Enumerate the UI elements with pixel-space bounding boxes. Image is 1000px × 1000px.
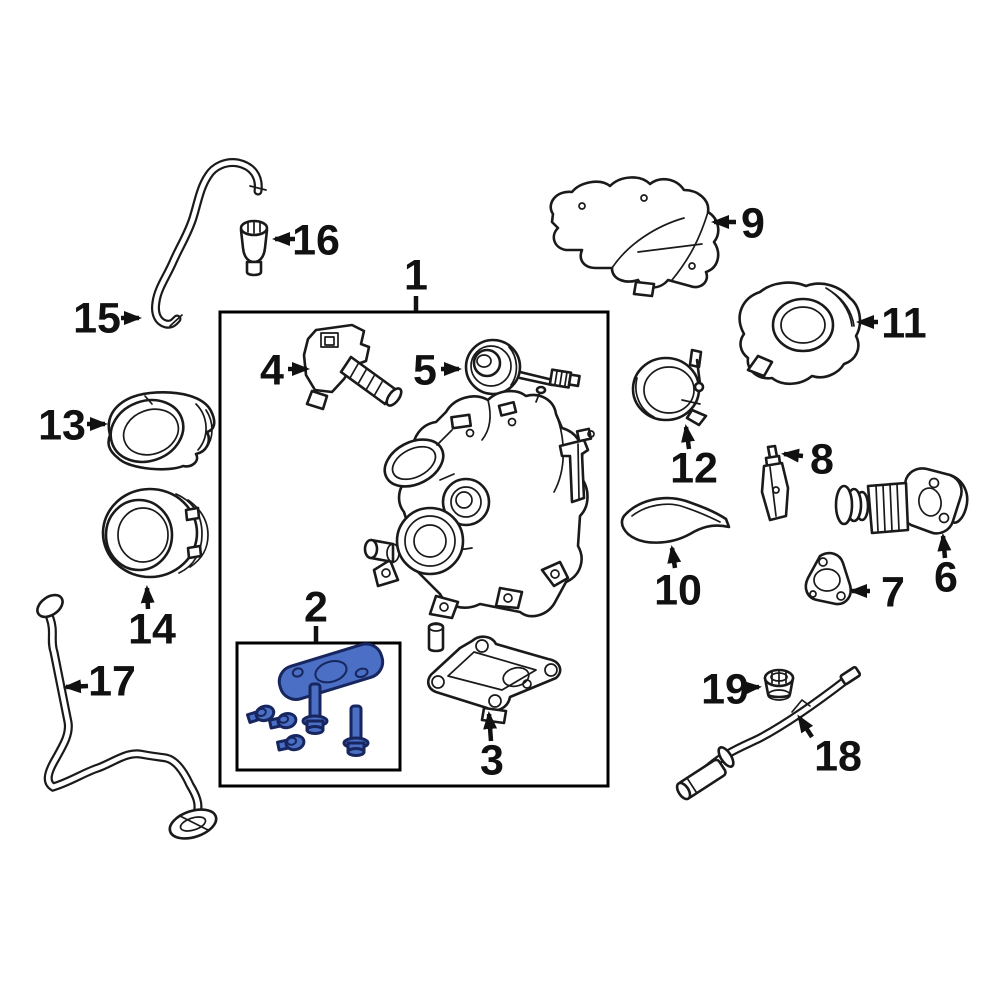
kit-box-outline	[235, 641, 402, 772]
part-illustration-10	[620, 496, 731, 544]
part-label-6: 6	[934, 553, 958, 601]
part-illustration-17	[36, 593, 218, 840]
part-label-18: 18	[814, 732, 862, 780]
callout-line-19	[743, 681, 762, 695]
part-illustration-6	[834, 467, 969, 535]
part-illustration-19	[763, 668, 795, 701]
part-label-9: 9	[741, 199, 765, 247]
kit-bolt	[342, 704, 370, 757]
kit-screw	[275, 733, 306, 752]
kit-screw	[245, 704, 276, 724]
callout-line-17	[63, 679, 89, 694]
part-label-4: 4	[260, 346, 284, 394]
part-illustration-14	[101, 487, 209, 579]
callout-line-3	[483, 711, 498, 742]
part-illustration-16	[239, 219, 269, 277]
part-illustration-4	[302, 323, 403, 411]
part-label-10: 10	[654, 566, 702, 614]
kit-screw	[267, 711, 298, 730]
part-label-17: 17	[88, 657, 136, 705]
callout-line-6	[937, 533, 952, 559]
callout-line-14	[140, 585, 155, 610]
part-illustration-11	[738, 281, 862, 386]
part-illustration-3	[426, 635, 562, 725]
part-illustration-turbocharger	[363, 385, 595, 653]
part-illustration-2-gasket-kit	[245, 642, 385, 757]
kit-bolt	[301, 682, 329, 735]
part-label-2: 2	[304, 583, 328, 631]
callout-line-12	[681, 424, 695, 450]
part-illustration-7	[804, 551, 852, 606]
part-label-12: 12	[670, 444, 718, 492]
callout-line-8	[781, 448, 804, 463]
callout-line-10	[667, 545, 682, 569]
part-illustration-9	[549, 176, 720, 298]
part-label-15: 15	[73, 294, 121, 342]
part-label-14: 14	[128, 605, 176, 653]
part-label-13: 13	[38, 401, 86, 449]
part-label-8: 8	[810, 435, 834, 483]
part-illustration-5	[464, 338, 581, 396]
part-label-11: 11	[881, 299, 926, 347]
part-label-5: 5	[413, 346, 437, 394]
part-label-16: 16	[292, 216, 340, 264]
part-label-1: 1	[404, 251, 428, 299]
part-illustration-12	[631, 348, 708, 427]
part-illustration-8	[760, 444, 790, 522]
part-illustration-18	[675, 665, 862, 801]
callout-line-18	[797, 714, 814, 739]
part-label-3: 3	[480, 736, 504, 784]
part-illustration-13	[107, 391, 216, 471]
part-illustration-15	[155, 163, 267, 326]
part-label-19: 19	[701, 665, 749, 713]
assembly-box-outline	[218, 310, 610, 788]
part-label-7: 7	[881, 568, 905, 616]
